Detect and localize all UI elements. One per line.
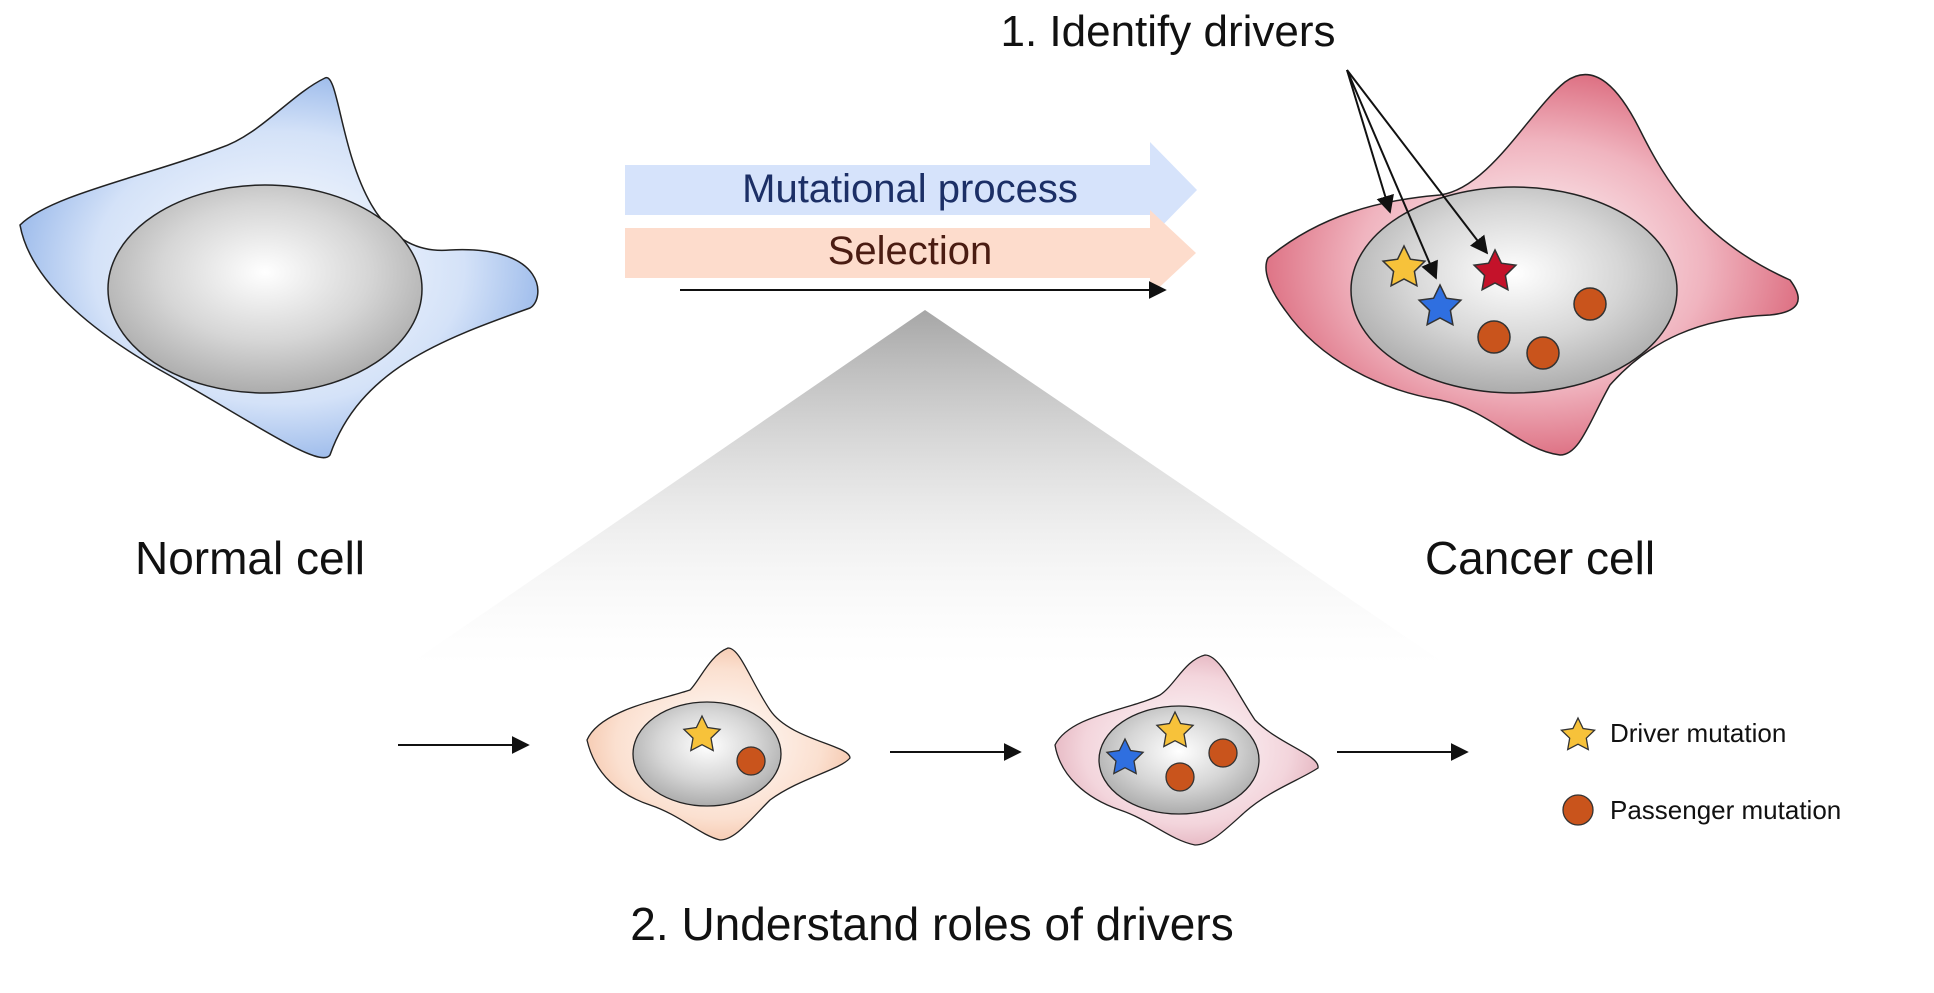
early-cell-nucleus — [632, 701, 782, 807]
pointer-arrow — [1346, 69, 1438, 280]
driver-star-yellow — [1155, 710, 1195, 748]
early-cell — [586, 647, 851, 841]
selection-arrow — [625, 210, 1196, 296]
driver-star-blue — [1105, 737, 1145, 775]
mid-cell-nucleus — [1098, 705, 1260, 815]
passenger-dot — [1526, 336, 1560, 370]
identify-drivers-label: 1. Identify drivers — [1000, 7, 1335, 56]
legend-driver-label: Driver mutation — [1610, 718, 1786, 748]
normal-cell — [19, 77, 539, 459]
passenger-dot — [1165, 762, 1195, 792]
legend-passenger-label: Passenger mutation — [1610, 795, 1841, 825]
passenger-dot — [1573, 287, 1607, 321]
normal-cell-label: Normal cell — [135, 532, 365, 584]
driver-star-red — [1472, 248, 1518, 292]
passenger-dot — [1477, 320, 1511, 354]
driver-mutation-icon — [1559, 716, 1597, 751]
driver-star-yellow — [1381, 244, 1427, 288]
understand-roles-label: 2. Understand roles of drivers — [630, 898, 1233, 950]
selection-label: Selection — [828, 229, 993, 273]
passenger-dot — [736, 746, 766, 776]
pointer-arrow — [1346, 69, 1489, 255]
cancer-cell-label: Cancer cell — [1425, 532, 1655, 584]
mutational-process-arrow — [625, 142, 1197, 238]
passenger-dot — [1208, 738, 1238, 768]
zoom-cone — [405, 310, 1450, 667]
normal-cell-nucleus — [107, 184, 423, 394]
driver-star-yellow — [682, 714, 722, 752]
cancer-cell-nucleus — [1350, 186, 1678, 394]
passenger-mutation-icon — [1562, 794, 1594, 826]
identify-pointer-arrows — [1346, 69, 1489, 280]
cancer-cell — [1265, 74, 1799, 456]
legend: Driver mutation Passenger mutation — [1559, 716, 1841, 826]
pointer-arrow — [1346, 69, 1394, 214]
mutational-process-label: Mutational process — [742, 167, 1078, 211]
driver-star-blue — [1417, 283, 1463, 327]
mid-cell — [1054, 654, 1319, 846]
